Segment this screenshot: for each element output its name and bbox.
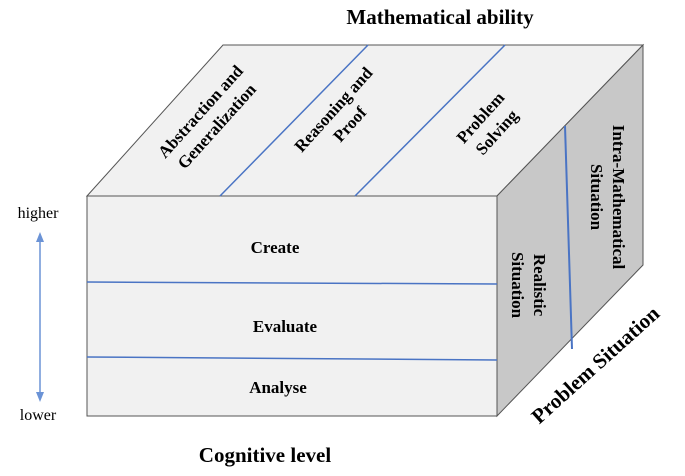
level-analyse: Analyse	[249, 378, 307, 397]
level-evaluate: Evaluate	[253, 317, 318, 336]
level-create: Create	[251, 238, 300, 257]
front-face	[86, 195, 498, 417]
situation-intra-line2: Situation	[587, 164, 606, 231]
top-title: Mathematical ability	[346, 5, 534, 29]
top-divider-1	[219, 44, 369, 197]
situation-realistic-line1: Realistic	[530, 254, 549, 317]
front-divider-1	[86, 281, 498, 285]
scale-higher-label: higher	[18, 205, 60, 222]
side-divider	[564, 125, 573, 350]
situation-intra-line1: Intra-Mathematical	[609, 125, 628, 270]
situation-intra: Intra-Mathematical Situation	[587, 125, 628, 270]
level-arrow	[36, 232, 44, 402]
front-divider-2	[86, 356, 498, 361]
bottom-title: Cognitive level	[199, 443, 332, 467]
top-divider-2	[354, 44, 506, 197]
scale-lower-label: lower	[20, 407, 57, 424]
situation-realistic: Realistic Situation	[508, 252, 549, 319]
situation-realistic-line2: Situation	[508, 252, 527, 319]
